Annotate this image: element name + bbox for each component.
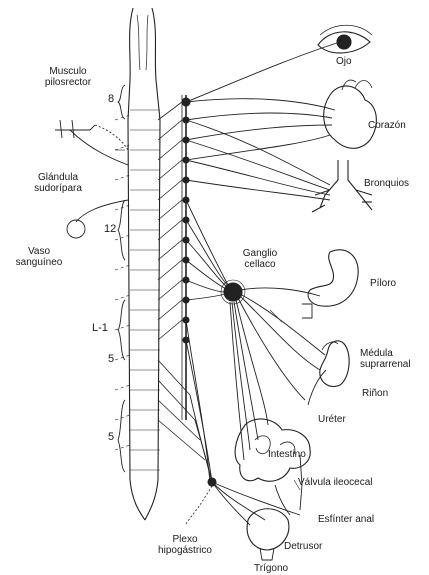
spinal-cord [128,8,160,520]
stomach-organ [302,250,358,318]
segment-marker-12: 12 [104,224,116,235]
eye-organ [318,25,372,53]
valvula-ileocecal-label: Válvula ileocecal [298,477,373,488]
bronquios-label: Bronquios [364,178,409,189]
segment-marker-8: 8 [108,94,114,105]
celiac-output-fibers [230,288,325,460]
segment-marker-l5: 5 [108,354,114,365]
intestine-organ [235,419,310,515]
splanchnic-fibers [186,200,228,300]
glandula-sudoripara-label: Glándula sudoríparа [18,172,98,194]
label-leaders [115,150,300,490]
bronchi-organ [312,160,372,212]
musculo-pilosrector-label: Musculo pilosrector [28,66,108,88]
intestino-label: Intestino [268,449,306,460]
segment-marker-s5: 5 [108,432,114,443]
vertebral-segments [130,110,160,470]
trigono-label: Trígono [254,563,288,574]
hypogastric-plexus [185,478,216,525]
medula-suprarrenal-label: Médula suprarrenal [360,348,411,370]
piloro-label: Píloro [370,278,396,289]
sympathetic-chain [182,95,190,420]
plexo-hipogastrico-label: Plexo hipogástrico [150,534,220,556]
kidney-organ [308,341,349,405]
segment-marker-l1: L-1 [92,323,108,334]
ureter-label: Uréter [318,414,346,425]
segment-braces [118,85,125,472]
bladder-organ [247,509,289,560]
ventral-roots [158,102,205,460]
esfinter-anal-label: Esfínter anal [318,514,374,525]
vaso-sanguineo-label: Vaso sanguíneo [4,246,74,268]
ganglio-celiaco-label: Ganglio cellaco [230,248,290,270]
postganglionic-fibers-upper [186,42,340,200]
lower-fibers [186,320,300,525]
detrusor-label: Detrusor [284,541,322,552]
rinon-label: Riñon [362,388,388,399]
heart-organ [324,80,377,148]
ojo-label: Ojo [336,56,352,67]
corazon-label: Corazón [368,120,406,131]
